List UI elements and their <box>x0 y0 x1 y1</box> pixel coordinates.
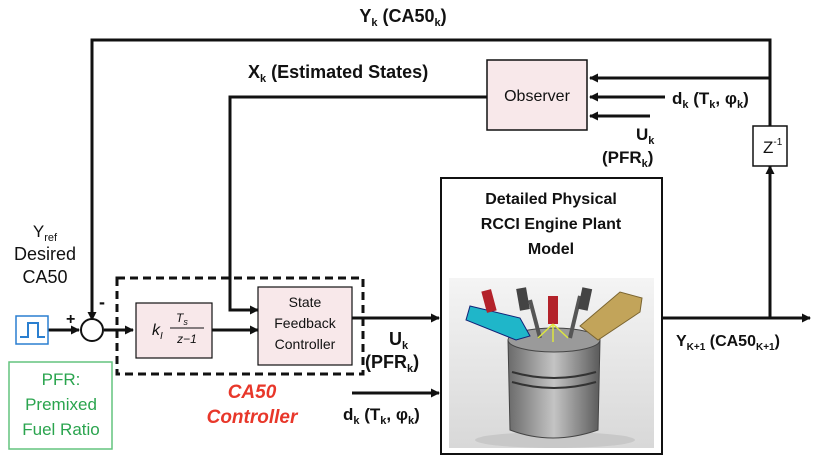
yref-ca50: CA50 <box>22 267 67 287</box>
summer <box>80 318 104 342</box>
svg-text:kI: kI <box>152 322 163 342</box>
pfr-line2: Premixed <box>25 395 97 414</box>
sfc-box <box>257 286 353 366</box>
top-feedback-line <box>87 38 772 321</box>
integrator-formula: kI Ts z−1 <box>152 311 204 346</box>
controller-caption-2: Controller <box>207 407 299 428</box>
engine-illustration <box>449 278 654 448</box>
plant-line2: RCCI Engine Plant <box>481 216 622 233</box>
svg-text:z−1: z−1 <box>176 332 197 346</box>
observer-label: Observer <box>504 88 570 105</box>
sfc-line3: Controller <box>275 336 336 352</box>
summer-plus: + <box>66 311 75 328</box>
sfc-line2: Feedback <box>274 315 336 331</box>
pfr-line3: Fuel Ratio <box>22 420 99 439</box>
top-feedback-label: Yk (CA50k) <box>359 6 446 29</box>
summer-minus: - <box>99 292 105 312</box>
controller-group <box>115 276 365 376</box>
controller-caption-1: CA50 <box>228 382 277 403</box>
delay-label: Z-1 <box>763 137 783 157</box>
u-top-label: Uk <box>636 125 655 147</box>
output-label: YK+1 (CA50K+1) <box>676 333 780 353</box>
signal-lines <box>48 38 811 398</box>
yref-desired: Desired <box>14 244 76 264</box>
estimated-states-label: Xk (Estimated States) <box>248 62 428 85</box>
pfr-note-box <box>8 361 113 450</box>
step-signal-icon <box>15 315 49 345</box>
observer-box <box>486 59 588 131</box>
pfr-line1: PFR: <box>42 370 81 389</box>
svg-text:Ts: Ts <box>176 311 188 327</box>
u-mid-pfr: (PFRk) <box>365 352 419 375</box>
plant-line3: Model <box>528 241 574 258</box>
dist-top-label: dk (Tk, φk) <box>672 89 749 111</box>
dist-bottom-label: dk (Tk, φk) <box>343 405 420 427</box>
integrator-box <box>135 302 213 359</box>
sfc-line1: State <box>289 294 322 310</box>
plant-line1: Detailed Physical <box>485 191 617 208</box>
u-top-pfr: (PFRk) <box>602 148 653 170</box>
estimated-states-line <box>228 95 487 315</box>
delay-box <box>752 125 788 167</box>
u-mid-label: Uk <box>389 329 409 352</box>
yref-label: Yref <box>33 222 58 244</box>
